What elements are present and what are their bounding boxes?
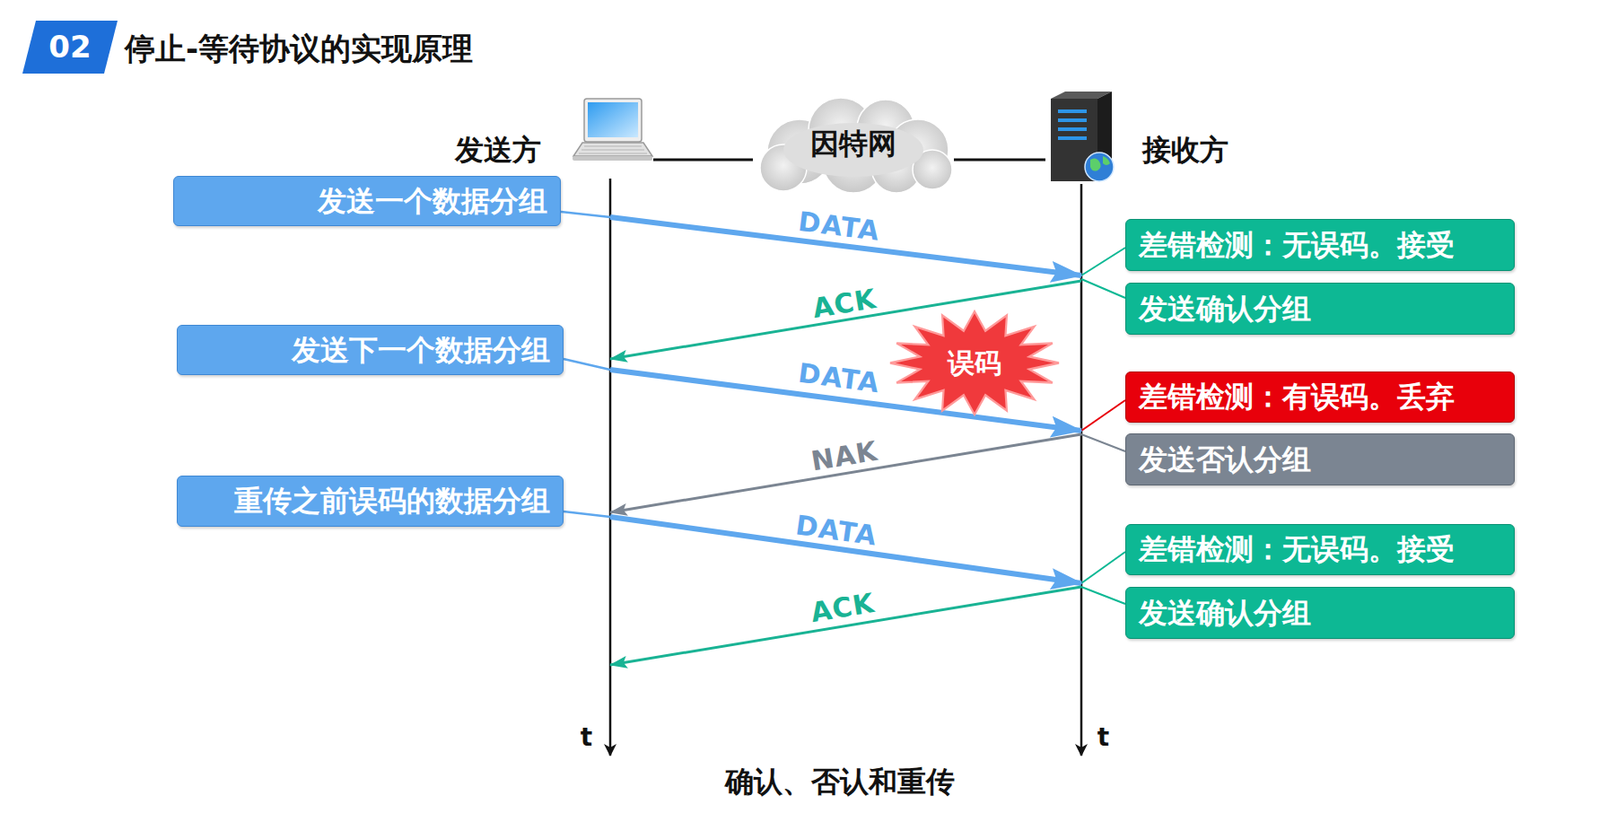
box-text: 差错检测：无误码。接受	[1138, 532, 1455, 567]
server-slot	[1057, 136, 1087, 140]
receiver-server: 接收方	[1045, 91, 1118, 184]
receiver-check-box: 差错检测：无误码。接受	[1125, 218, 1515, 272]
receiver-timeline	[1080, 183, 1084, 756]
leader-line	[1081, 279, 1126, 298]
box-text: 误码	[947, 347, 1002, 380]
leader-line	[1081, 434, 1126, 452]
laptop-lid	[584, 98, 642, 142]
box-text: 02	[48, 28, 91, 66]
sender-timeline	[609, 178, 613, 756]
keyboard-rows	[578, 146, 647, 154]
server-slot	[1057, 118, 1087, 123]
section-badge: 02	[22, 20, 118, 74]
time-axis-label: t	[580, 722, 594, 752]
box-text: 重传之前误码的数据分组	[234, 483, 551, 518]
burst-shape	[890, 311, 1059, 415]
leader-line	[1081, 247, 1126, 276]
box-text: 发送确认分组	[1138, 595, 1312, 630]
error-burst: 误码	[890, 311, 1059, 415]
box-text: 发送一个数据分组	[317, 183, 548, 219]
message-label: DATA	[796, 357, 883, 399]
network-link	[653, 158, 753, 162]
box-text: 发送确认分组	[1138, 291, 1312, 326]
leader-line	[560, 211, 611, 218]
receiver-check-box: 差错检测：无误码。接受	[1125, 524, 1515, 576]
internet-cloud: 因特网	[752, 94, 954, 194]
page-title: 停止-等待协议的实现原理	[124, 28, 473, 70]
globe-land	[1090, 156, 1111, 172]
box-text: 发送否认分组	[1138, 442, 1312, 477]
sender-step-box: 发送下一个数据分组	[176, 324, 564, 376]
figure-caption: 确认、否认和重传	[725, 762, 955, 803]
message-label: ACK	[810, 282, 879, 324]
server-outline	[1045, 91, 1118, 184]
laptop-base	[572, 156, 653, 161]
time-axis-label: t	[1097, 722, 1111, 752]
cloud-body	[760, 97, 953, 193]
party-label: 接收方	[1142, 132, 1229, 167]
server-slot	[1057, 127, 1087, 132]
box-text: 差错检测：无误码。接受	[1138, 227, 1455, 263]
box-text: 差错检测：有误码。丢弃	[1138, 379, 1455, 414]
laptop-screen	[587, 102, 639, 138]
sender-step-box: 发送一个数据分组	[173, 175, 561, 227]
leader-line	[1081, 551, 1126, 584]
server-lights	[1057, 109, 1087, 140]
party-label: 发送方	[454, 132, 542, 167]
laptop-outline	[571, 96, 654, 169]
receiver-nak-box: 发送否认分组	[1125, 433, 1515, 486]
ack-arrow	[610, 586, 1082, 665]
sender-step-box: 重传之前误码的数据分组	[176, 475, 564, 527]
badge-shape	[22, 20, 118, 74]
box-text: 发送下一个数据分组	[291, 332, 551, 368]
globe	[1084, 152, 1114, 182]
leader-line	[1081, 586, 1126, 604]
server-slot	[1057, 109, 1087, 114]
receiver-ack-box: 发送确认分组	[1125, 282, 1515, 335]
nak-arrow	[610, 434, 1082, 513]
laptop-keyboard	[573, 142, 653, 157]
leader-line	[1081, 400, 1126, 431]
sender-laptop: 发送方	[571, 96, 654, 169]
receiver-check-box: 差错检测：有误码。丢弃	[1125, 371, 1515, 423]
cloud-core	[783, 122, 924, 177]
receiver-ack-box: 发送确认分组	[1125, 586, 1515, 639]
leader-line	[563, 511, 611, 517]
box-text: 因特网	[810, 126, 897, 161]
leader-line	[563, 358, 611, 370]
network-link	[953, 158, 1046, 162]
